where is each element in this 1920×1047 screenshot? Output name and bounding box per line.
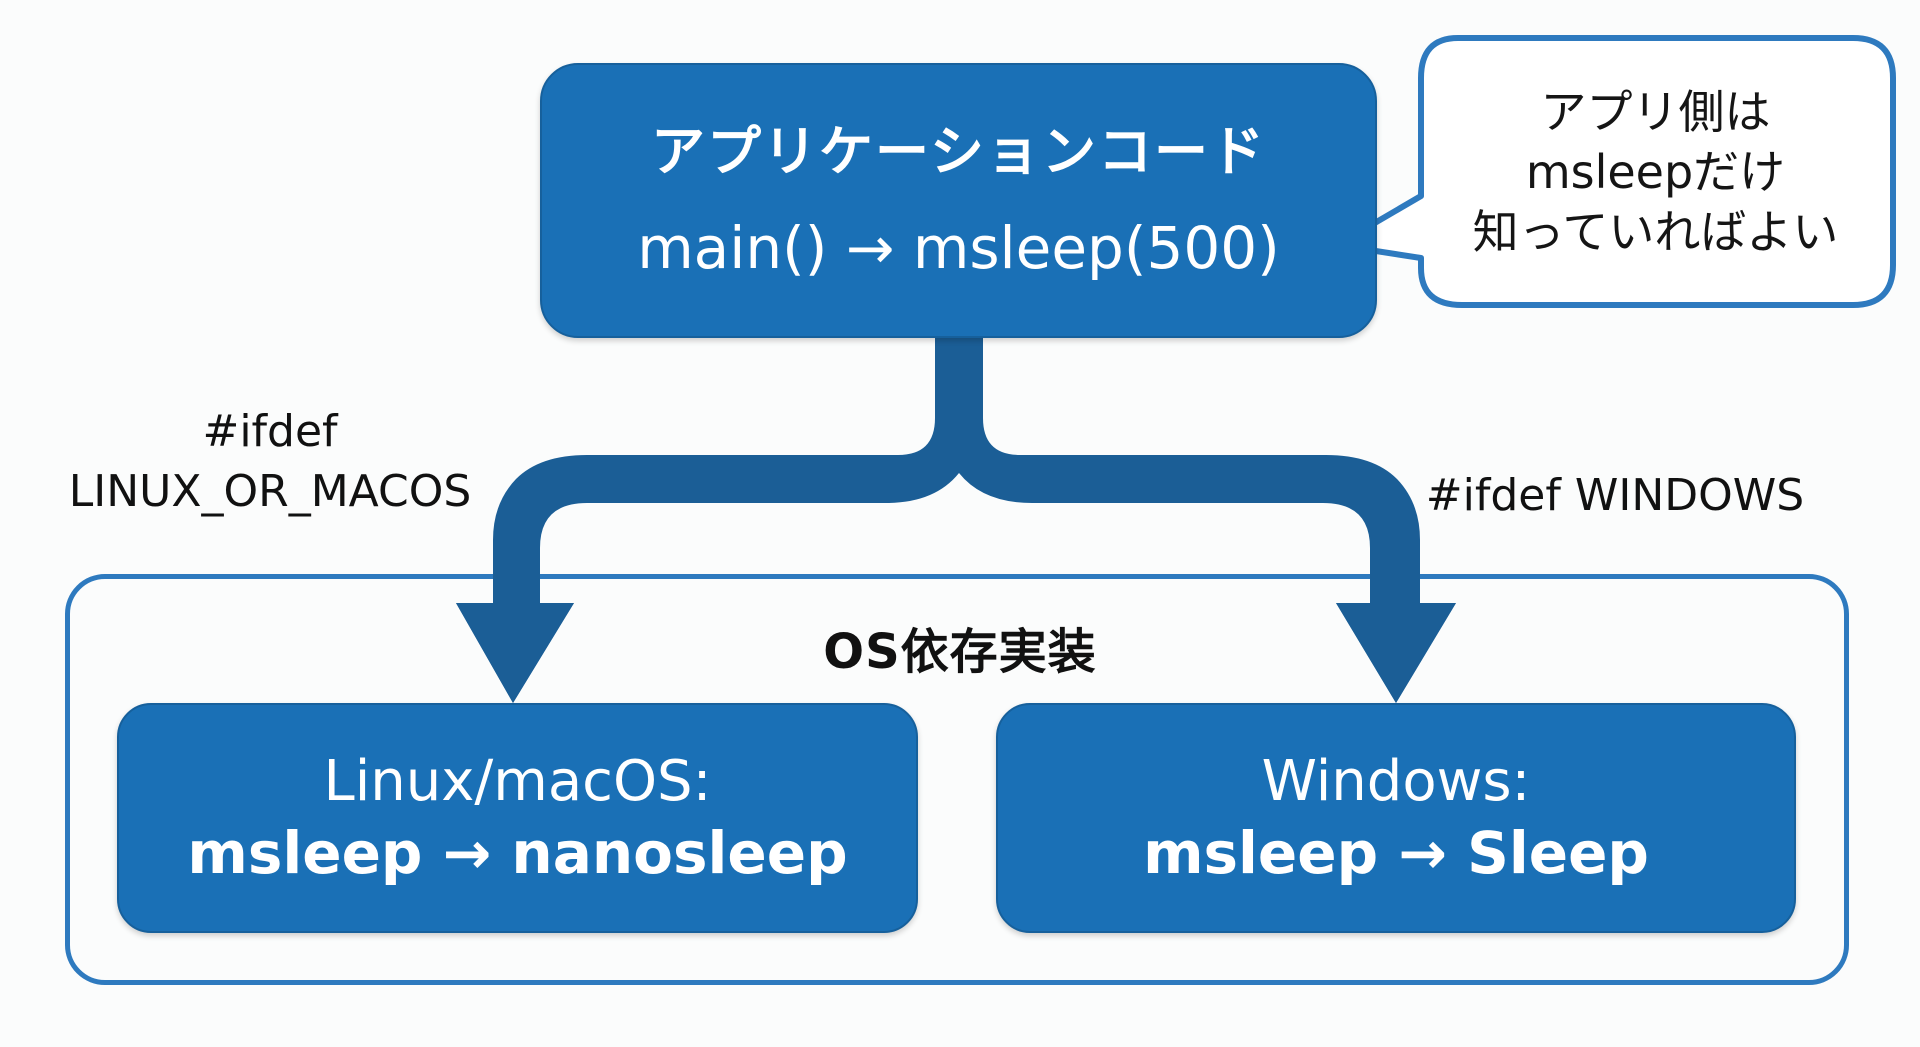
windows-impl-box: Windows: msleep → Sleep <box>996 703 1796 933</box>
condition-line: LINUX_OR_MACOS <box>68 466 472 517</box>
application-code-call: main() → msleep(500) <box>637 213 1280 282</box>
callout-line: アプリ側は <box>1540 84 1771 139</box>
condition-line: #ifdef WINDOWS <box>1425 470 1805 521</box>
linux-platform-label: Linux/macOS: <box>323 748 712 814</box>
callout-text: アプリ側は msleepだけ 知っていればよい <box>1418 38 1893 305</box>
application-code-title: アプリケーションコード <box>651 119 1266 183</box>
os-implementation-group <box>65 574 1849 985</box>
condition-line: #ifdef <box>202 406 338 457</box>
callout-line: 知っていればよい <box>1472 204 1839 259</box>
windows-mapping: msleep → Sleep <box>1143 818 1649 887</box>
callout-bubble <box>1334 35 1896 308</box>
linux-macos-impl-box: Linux/macOS: msleep → nanosleep <box>117 703 918 933</box>
stem-connector <box>456 336 1456 703</box>
os-implementation-title: OS依存実装 <box>823 624 1097 680</box>
linux-condition-label: #ifdef LINUX_OR_MACOS <box>40 402 500 522</box>
windows-platform-label: Windows: <box>1261 748 1531 814</box>
windows-condition-label: #ifdef WINDOWS <box>1410 466 1820 526</box>
application-code-box: アプリケーションコード main() → msleep(500) <box>540 63 1377 338</box>
callout-line: msleepだけ <box>1525 144 1786 199</box>
linux-mapping: msleep → nanosleep <box>187 818 848 887</box>
